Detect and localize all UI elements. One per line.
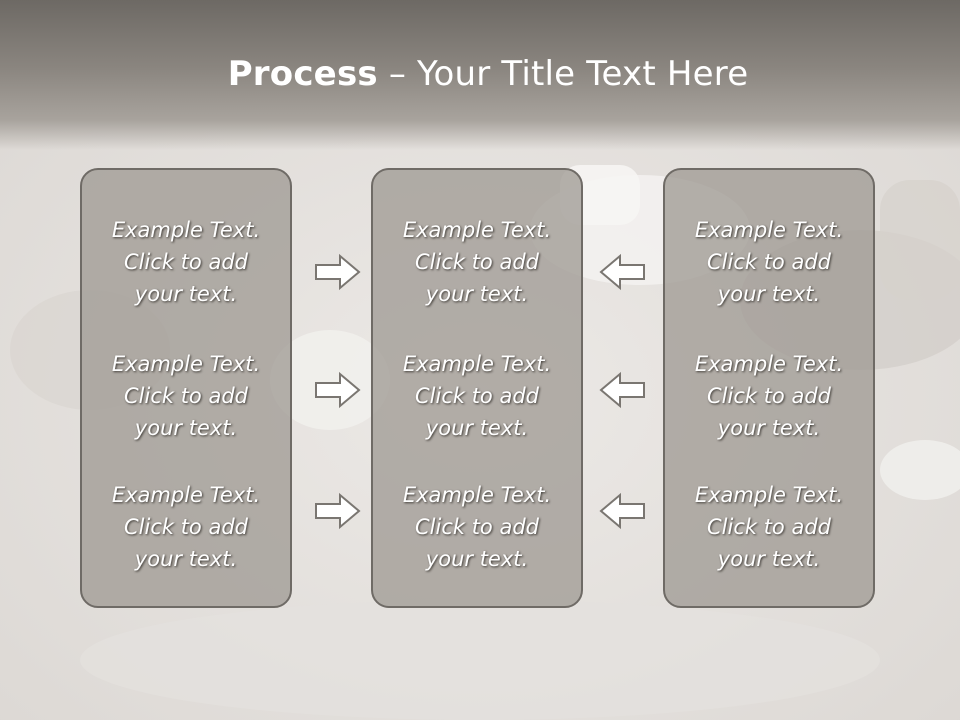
item-line: your text. (425, 416, 529, 440)
item-line: your text. (717, 547, 821, 571)
title-rest: – Your Title Text Here (377, 54, 749, 94)
item-line: Example Text. (111, 218, 261, 242)
item-line: Example Text. (694, 352, 844, 376)
panel-text-item[interactable]: Example Text. Click to add your text. (82, 348, 290, 444)
arrow-left-icon (599, 253, 645, 291)
panel-text-item[interactable]: Example Text. Click to add your text. (665, 348, 873, 444)
process-panel-left[interactable]: Example Text. Click to add your text. Ex… (80, 168, 292, 608)
item-line: your text. (134, 416, 238, 440)
item-line: Click to add (123, 384, 248, 408)
item-line: Example Text. (402, 218, 552, 242)
panel-text-item[interactable]: Example Text. Click to add your text. (82, 479, 290, 575)
item-line: Example Text. (402, 352, 552, 376)
item-line: Click to add (414, 250, 539, 274)
item-line: Click to add (414, 515, 539, 539)
panel-text-item[interactable]: Example Text. Click to add your text. (665, 214, 873, 310)
item-line: Example Text. (402, 483, 552, 507)
item-line: your text. (717, 282, 821, 306)
item-line: Click to add (123, 515, 248, 539)
arrow-left-icon (599, 492, 645, 530)
arrow-right-icon (315, 492, 361, 530)
item-line: your text. (425, 547, 529, 571)
panel-text-item[interactable]: Example Text. Click to add your text. (373, 214, 581, 310)
arrow-left-icon (599, 371, 645, 409)
title-bold: Process (227, 54, 378, 94)
item-line: Example Text. (111, 352, 261, 376)
item-line: your text. (134, 547, 238, 571)
arrow-right-icon (315, 371, 361, 409)
item-line: Click to add (414, 384, 539, 408)
process-panel-right[interactable]: Example Text. Click to add your text. Ex… (663, 168, 875, 608)
item-line: your text. (717, 416, 821, 440)
item-line: Click to add (706, 515, 831, 539)
title-band (0, 0, 960, 150)
item-line: Example Text. (111, 483, 261, 507)
panel-text-item[interactable]: Example Text. Click to add your text. (373, 348, 581, 444)
item-line: Example Text. (694, 483, 844, 507)
panel-text-item[interactable]: Example Text. Click to add your text. (373, 479, 581, 575)
item-line: your text. (134, 282, 238, 306)
item-line: Click to add (706, 384, 831, 408)
process-panel-center[interactable]: Example Text. Click to add your text. Ex… (371, 168, 583, 608)
item-line: Example Text. (694, 218, 844, 242)
panel-text-item[interactable]: Example Text. Click to add your text. (665, 479, 873, 575)
slide-title[interactable]: Process – Your Title Text Here (0, 52, 960, 96)
item-line: Click to add (123, 250, 248, 274)
panel-text-item[interactable]: Example Text. Click to add your text. (82, 214, 290, 310)
item-line: Click to add (706, 250, 831, 274)
arrow-right-icon (315, 253, 361, 291)
item-line: your text. (425, 282, 529, 306)
